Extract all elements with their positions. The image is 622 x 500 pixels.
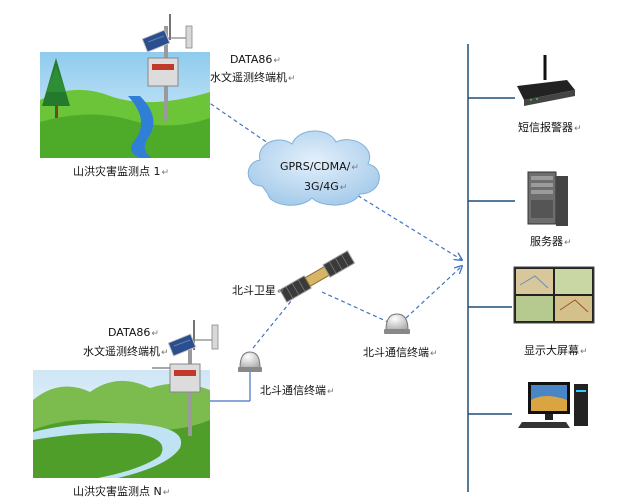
- desktop-computer-icon: [518, 382, 588, 428]
- beidou-terminal-2-label: 北斗通信终端↵: [363, 346, 438, 359]
- landscape-1-illustration: [40, 52, 210, 158]
- cloud-label-line2: 3G/4G↵: [304, 180, 348, 193]
- station-1-device-name: 水文遥测终端机↵: [210, 71, 296, 84]
- dashed-links: [175, 79, 462, 349]
- wireless-router-icon: [517, 55, 575, 106]
- link-satellite-terminal2: [321, 291, 389, 323]
- link-terminal-satellite: [252, 289, 301, 349]
- satellite-label: 北斗卫星↵: [232, 284, 285, 297]
- station-1-device-model: DATA86↵: [230, 53, 281, 66]
- server-tower-icon: [527, 171, 568, 226]
- station-n-device-model: DATA86↵: [108, 326, 159, 339]
- beidou-satellite-illustration: [279, 250, 356, 303]
- sms-alarm-label: 短信报警器↵: [518, 121, 582, 134]
- station-n-device-name: 水文遥测终端机↵: [83, 345, 169, 358]
- cellular-network-cloud: [247, 130, 380, 206]
- station-n-pole: [152, 320, 219, 436]
- beidou-terminal-1-dome: [238, 351, 262, 372]
- link-cloud-center: [351, 191, 462, 260]
- station-1-pole: [141, 14, 193, 122]
- cloud-label-line1: GPRS/CDMA/↵: [280, 160, 359, 173]
- link-terminal2-center: [405, 266, 462, 319]
- display-wall-label: 显示大屏幕↵: [524, 344, 588, 357]
- display-wall-icon: [513, 266, 595, 324]
- server-label: 服务器↵: [530, 235, 572, 248]
- data-center-bus: [467, 44, 515, 492]
- station-n-site-name: 山洪灾害监测点 N↵: [73, 485, 171, 498]
- beidou-terminal-1-label: 北斗通信终端↵: [260, 384, 335, 397]
- station-1-site-name: 山洪灾害监测点 1↵: [73, 165, 170, 178]
- beidou-terminal-2-dome: [384, 313, 410, 334]
